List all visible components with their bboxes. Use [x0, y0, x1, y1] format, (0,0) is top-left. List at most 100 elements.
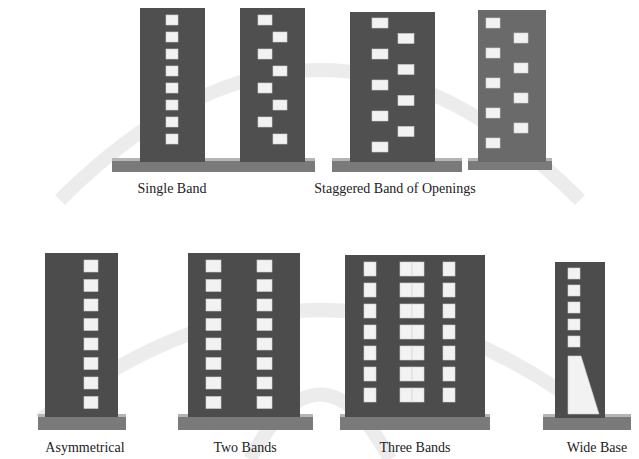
wall-opening — [486, 48, 500, 58]
wall-opening — [443, 325, 455, 339]
wall-opening — [257, 358, 272, 370]
wall-opening — [400, 346, 412, 360]
wall-opening — [84, 377, 98, 389]
wall-opening — [400, 262, 412, 276]
wall-body — [345, 255, 485, 417]
wall-opening — [372, 111, 388, 121]
wall-opening — [206, 299, 221, 311]
wall-body — [45, 253, 118, 417]
wall-opening — [364, 262, 376, 276]
figure-label: Single Band — [138, 181, 207, 197]
wall-body — [188, 253, 300, 417]
wall-opening — [412, 283, 424, 297]
wall-opening — [166, 83, 178, 93]
wall-opening — [372, 80, 388, 90]
wall-opening — [514, 63, 528, 73]
wall-body — [478, 10, 546, 162]
figure-label: Staggered Band of Openings — [314, 181, 475, 197]
figure-label: Three Bands — [379, 440, 450, 456]
figure-label: Two Bands — [213, 440, 276, 456]
wall-opening — [486, 108, 500, 118]
wall-opening — [443, 304, 455, 318]
wall-opening — [273, 32, 287, 42]
wall-opening — [486, 78, 500, 88]
wall-opening — [166, 66, 178, 76]
wall-opening — [514, 33, 528, 43]
wall-opening — [273, 100, 287, 110]
wall-opening — [443, 283, 455, 297]
wall-body — [140, 8, 205, 162]
wall-opening — [412, 388, 424, 402]
wall-opening — [568, 319, 580, 330]
wall-opening — [206, 319, 221, 331]
wall-opening — [166, 49, 178, 59]
wall-opening — [84, 260, 98, 272]
wall-opening — [398, 96, 414, 106]
wall-opening — [443, 346, 455, 360]
wall-opening — [257, 299, 272, 311]
shear-wall-model — [112, 8, 232, 172]
wall-opening — [364, 325, 376, 339]
wall-opening — [257, 319, 272, 331]
wall-opening — [486, 138, 500, 148]
wall-opening — [206, 358, 221, 370]
wall-opening — [400, 283, 412, 297]
wall-opening — [400, 304, 412, 318]
wall-opening — [364, 283, 376, 297]
wall-opening — [166, 15, 178, 25]
wall-opening — [568, 302, 580, 313]
wall-opening — [258, 15, 272, 25]
wall-opening — [257, 260, 272, 272]
wall-body — [350, 12, 435, 162]
wall-opening — [372, 142, 388, 152]
wall-opening — [364, 388, 376, 402]
wall-opening — [206, 397, 221, 409]
wall-opening — [412, 367, 424, 381]
wall-opening — [84, 319, 98, 331]
wall-opening — [166, 134, 178, 144]
wall-opening — [206, 338, 221, 350]
wall-opening — [412, 262, 424, 276]
shear-wall-model — [468, 10, 552, 170]
wall-opening — [568, 268, 580, 279]
wall-opening — [257, 338, 272, 350]
wall-opening — [398, 127, 414, 137]
watermark-arcs — [40, 70, 600, 459]
wall-opening — [443, 367, 455, 381]
figure-label: Asymmetrical — [45, 440, 124, 456]
wall-opening — [364, 367, 376, 381]
shear-wall-model — [340, 255, 490, 430]
wall-opening — [398, 65, 414, 75]
wall-opening — [273, 66, 287, 76]
wall-opening — [568, 285, 580, 296]
wall-opening — [486, 18, 500, 28]
figure-label: Wide Base — [567, 440, 627, 456]
wall-opening — [443, 388, 455, 402]
wide-base-opening — [568, 356, 599, 414]
wall-opening — [443, 262, 455, 276]
wall-opening — [257, 397, 272, 409]
wall-opening — [166, 32, 178, 42]
shear-wall-model — [332, 12, 462, 172]
wall-opening — [258, 117, 272, 127]
wall-opening — [364, 346, 376, 360]
wall-opening — [398, 34, 414, 44]
shear-wall-model — [543, 262, 631, 430]
wall-opening — [514, 123, 528, 133]
wall-opening — [364, 304, 376, 318]
wall-opening — [84, 280, 98, 292]
wall-opening — [514, 93, 528, 103]
shear-wall-model — [38, 253, 126, 430]
wall-opening — [412, 325, 424, 339]
wall-body — [240, 8, 305, 162]
wall-opening — [568, 336, 580, 347]
wall-opening — [206, 280, 221, 292]
wall-opening — [258, 49, 272, 59]
wall-opening — [84, 299, 98, 311]
wall-opening — [206, 377, 221, 389]
wall-opening — [84, 358, 98, 370]
wall-opening — [372, 18, 388, 28]
wall-opening — [412, 346, 424, 360]
